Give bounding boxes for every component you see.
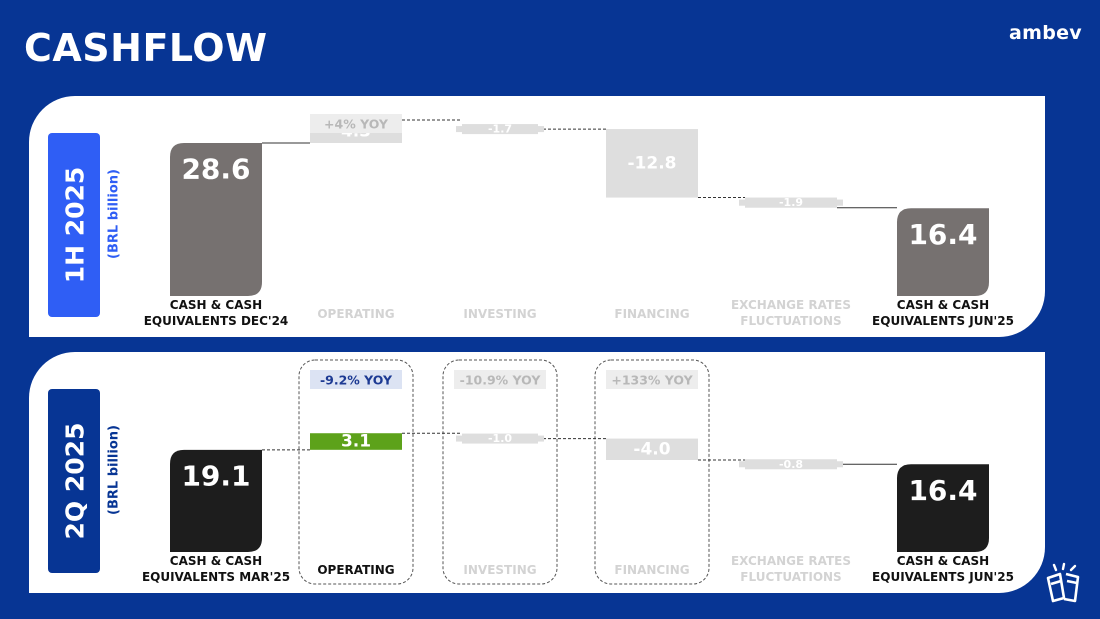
bar-stub-right <box>837 461 843 468</box>
bar-financing <box>606 129 698 198</box>
value-label: -1.7 <box>488 123 512 136</box>
value-label: 19.1 <box>181 459 250 492</box>
bar-stub-left <box>456 126 462 133</box>
bar-investing <box>462 124 538 135</box>
period-label: 1H 2025 <box>61 167 90 284</box>
yoy-pill <box>606 370 698 389</box>
category-label-financing: FINANCING <box>614 563 689 577</box>
category-box-investing <box>442 359 558 585</box>
bar-cash-cash-equivalents-mar-25 <box>170 449 262 552</box>
bar-stub-left <box>739 199 745 206</box>
yoy-pill <box>454 370 546 389</box>
value-label: -12.8 <box>628 153 677 173</box>
period-tab <box>48 389 100 573</box>
bar-financing <box>606 438 698 460</box>
value-label: 28.6 <box>181 152 250 185</box>
unit-label: (BRL billion) <box>107 169 122 259</box>
unit-label: (BRL billion) <box>107 425 122 515</box>
category-label-investing: INVESTING <box>463 563 536 577</box>
bar-operating <box>310 433 402 450</box>
period-label: 2Q 2025 <box>61 423 90 540</box>
category-box-financing <box>594 359 710 585</box>
value-label: -0.8 <box>779 458 803 471</box>
category-label-financing: FINANCING <box>614 307 689 321</box>
value-label: 16.4 <box>908 218 977 251</box>
category-label-investing: INVESTING <box>463 307 536 321</box>
bar-cash-cash-equivalents-jun-25 <box>897 208 989 296</box>
bar-investing <box>462 433 538 444</box>
bar-stub-right <box>837 199 843 206</box>
bar-stub-left <box>456 435 462 442</box>
category-box-operating <box>298 359 414 585</box>
period-tab <box>48 133 100 317</box>
yoy-label: -10.9% YOY <box>460 373 542 388</box>
category-label-operating: OPERATING <box>317 307 394 321</box>
cheers-icon <box>1046 562 1080 603</box>
value-label: -1.9 <box>779 196 803 209</box>
bar-cash-cash-equivalents-dec-24 <box>170 142 262 296</box>
bar-exchange-rates-fluctuations <box>745 197 837 208</box>
value-label: -1.0 <box>488 432 512 445</box>
bar-stub-right <box>538 126 544 133</box>
yoy-label: +133% YOY <box>611 373 693 388</box>
bar-stub-left <box>739 461 745 468</box>
category-label-operating: OPERATING <box>317 563 394 577</box>
bar-exchange-rates-fluctuations <box>745 459 837 470</box>
page-title: CASHFLOW <box>24 26 268 70</box>
yoy-pill <box>310 114 402 133</box>
yoy-pill <box>310 370 402 389</box>
bar-stub-right <box>538 435 544 442</box>
yoy-label: -9.2% YOY <box>320 373 393 388</box>
ambev-logo: ambev <box>1009 22 1082 44</box>
value-label: 16.4 <box>908 474 977 507</box>
bar-cash-cash-equivalents-jun-25 <box>897 464 989 552</box>
yoy-label: +4% YOY <box>324 117 389 132</box>
value-label: 3.1 <box>341 432 371 452</box>
value-label: -4.0 <box>633 439 670 459</box>
